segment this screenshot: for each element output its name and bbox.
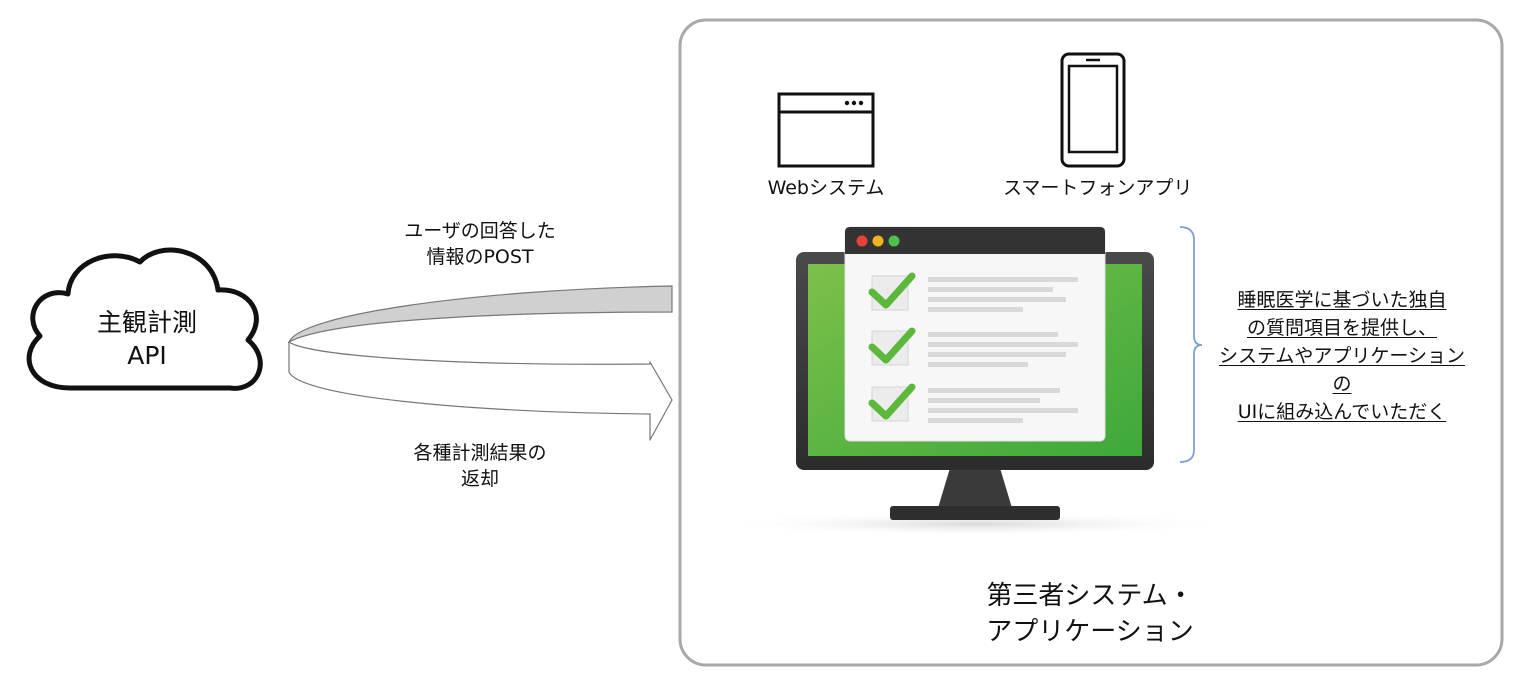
return-label-line1: 各種計測結果の [413,442,547,464]
browser-window-icon [777,92,875,168]
system-title-line1: 第三者システム・ [986,581,1194,611]
window-minimize-dot [872,235,884,247]
checklist-item [868,383,1078,423]
window-close-dot [856,235,868,247]
description-line: 睡眠医学に基づいた独自 [1237,289,1447,311]
post-arrow-label: ユーザの回答した 情報のPOST [380,218,580,270]
system-title-line2: アプリケーション [986,617,1194,647]
cloud-label: 主観計測 API [62,306,232,372]
post-label-line1: ユーザの回答した [404,220,556,242]
post-label-line2: 情報のPOST [426,246,534,268]
return-arrow-label: 各種計測結果の 返却 [380,440,580,492]
window-maximize-dot [888,235,900,247]
post-arrow [287,285,673,344]
description-line: UIに組み込んでいただく [1237,401,1447,423]
description-bracket [1179,226,1203,463]
description-text: 睡眠医学に基づいた独自 の質問項目を提供し、 システムやアプリケーションの UI… [1212,286,1472,426]
smartphone-icon [1060,52,1126,168]
return-arrow [288,341,673,441]
checklist-window [844,226,1106,442]
checkmark-icon [868,327,916,364]
monitor-shadow [715,512,1235,536]
checkmark-icon [868,272,916,309]
checkmark-icon [868,383,916,420]
return-label-line2: 返却 [460,468,499,490]
system-title: 第三者システム・ アプリケーション [935,578,1245,650]
description-line: の質問項目を提供し、 [1246,317,1437,339]
cloud-icon [26,247,263,391]
cloud-label-line2: API [127,341,167,370]
smartphone-app-label: スマートフォンアプリ [1003,177,1193,199]
checklist-item [868,327,1078,367]
checklist-item [868,272,1078,312]
cloud-label-line1: 主観計測 [96,308,197,337]
description-line: システムやアプリケーションの [1218,345,1466,395]
web-system-label: Webシステム [767,177,885,199]
